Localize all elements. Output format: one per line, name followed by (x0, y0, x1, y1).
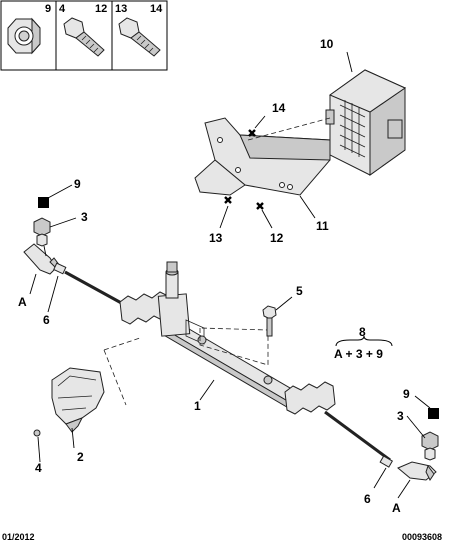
callout-8: 8 (359, 325, 366, 339)
fastener-inset: 9 4 12 13 14 (0, 0, 168, 71)
heat-shield (33, 367, 105, 463)
bolt-icon (63, 17, 105, 57)
footer-date: 01/2012 (2, 532, 35, 542)
inset-label-4: 4 (59, 3, 66, 15)
callout-3-left: 3 (81, 210, 88, 224)
footer-reference: 00093608 (402, 532, 442, 542)
kit-formula: A + 3 + 9 (334, 347, 383, 361)
callout-5: 5 (296, 284, 303, 298)
control-module (325, 69, 407, 176)
callout-9-right: 9 (403, 387, 410, 401)
callout-A-left: A (18, 295, 27, 309)
callout-14: 14 (272, 101, 286, 115)
steering-rack (64, 261, 391, 462)
callout-1: 1 (194, 399, 201, 413)
callout-4: 4 (35, 461, 42, 475)
mounting-bracket (194, 117, 331, 196)
callout-11: 11 (316, 219, 329, 233)
callout-9-left: 9 (74, 177, 81, 191)
bolt-5 (262, 296, 293, 337)
callout-13: 13 (209, 231, 223, 245)
inset-label-12: 12 (95, 3, 107, 15)
nut-icon (7, 17, 41, 55)
kit-8-group: 8 A + 3 + 9 (334, 325, 393, 361)
callout-10: 10 (320, 37, 334, 51)
callout-6-right: 6 (364, 492, 371, 506)
callout-3-right: 3 (397, 409, 404, 423)
fastener-markers (219, 51, 353, 229)
bolt-icon (118, 17, 161, 57)
inset-label-14: 14 (150, 3, 163, 15)
right-tie-rod-assembly (373, 395, 439, 499)
left-cap-marker (38, 197, 49, 208)
left-tie-rod-assembly (23, 184, 77, 313)
callout-A-right: A (392, 501, 401, 515)
inset-label-9: 9 (45, 3, 51, 15)
right-cap-marker (428, 408, 439, 419)
callout-2: 2 (77, 450, 84, 464)
callout-12: 12 (270, 231, 284, 245)
callout-6-left: 6 (43, 313, 50, 327)
inset-label-13: 13 (115, 3, 127, 15)
